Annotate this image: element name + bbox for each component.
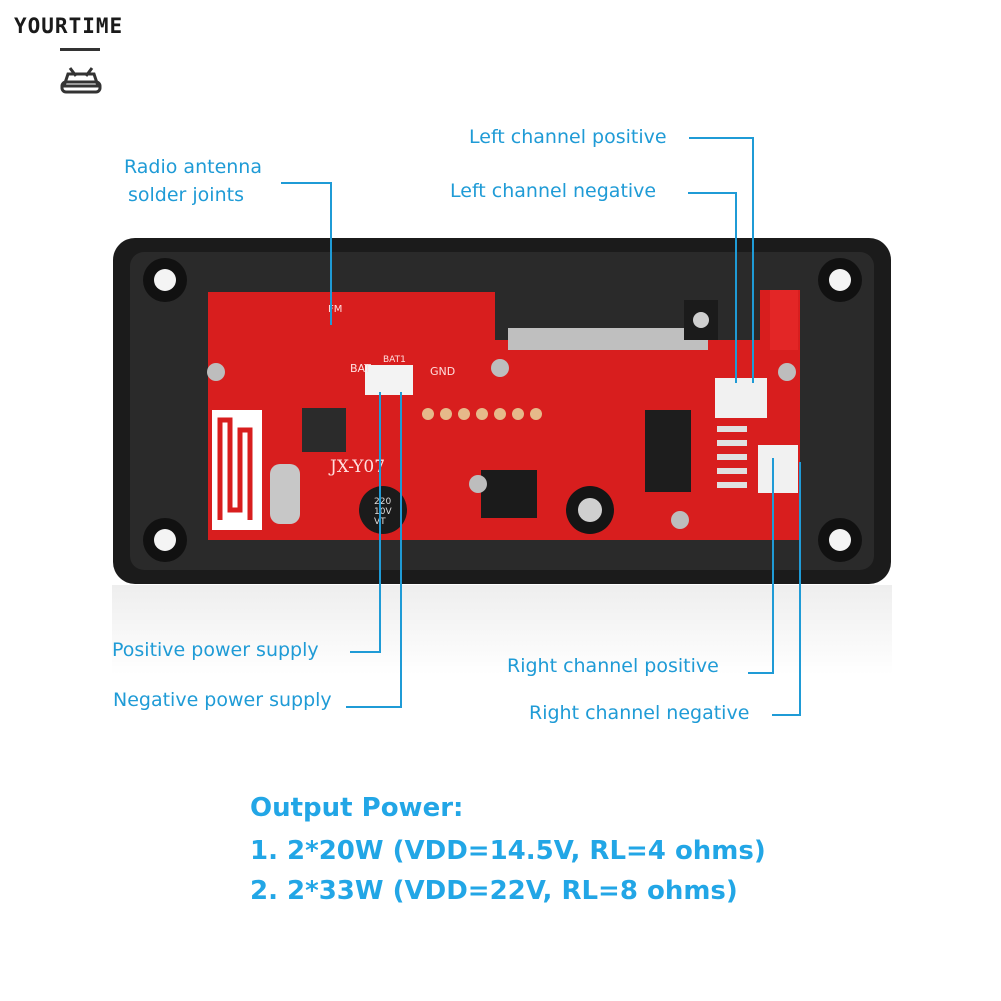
label-negative-supply: Negative power supply [113, 689, 332, 711]
label-radio-antenna-line1: Radio antenna [124, 156, 262, 178]
cap-text-2: 10V [374, 507, 392, 517]
silk-fm: FM [328, 304, 342, 315]
brand-logo: YOURTIME [14, 14, 154, 51]
cap-text-1: 220 [374, 497, 391, 507]
label-right-positive: Right channel positive [507, 655, 719, 677]
label-radio-antenna: Radio antenna solder joints [124, 153, 262, 209]
car-icon [60, 67, 102, 94]
label-right-negative: Right channel negative [529, 702, 750, 724]
silk-gnd: GND [430, 365, 455, 378]
silk-model: JX-Y07 [328, 457, 385, 477]
spec-line-2: 2. 2*33W (VDD=22V, RL=8 ohms) [250, 876, 738, 906]
reflection [112, 585, 892, 675]
brand-name: YOURTIME [14, 14, 124, 38]
mount-holes [143, 258, 862, 562]
spec-heading: Output Power: [250, 793, 464, 823]
silk-bat1: BAT1 [383, 355, 406, 365]
silk-bat: BAT [350, 362, 371, 375]
label-left-positive: Left channel positive [469, 126, 667, 148]
brand-divider [60, 48, 100, 51]
label-positive-supply: Positive power supply [112, 639, 319, 661]
pcb-board [207, 290, 800, 540]
callout-lines [281, 137, 801, 716]
label-radio-antenna-line2: solder joints [128, 184, 244, 206]
spec-line-1: 1. 2*20W (VDD=14.5V, RL=4 ohms) [250, 836, 766, 866]
label-left-negative: Left channel negative [450, 180, 657, 202]
